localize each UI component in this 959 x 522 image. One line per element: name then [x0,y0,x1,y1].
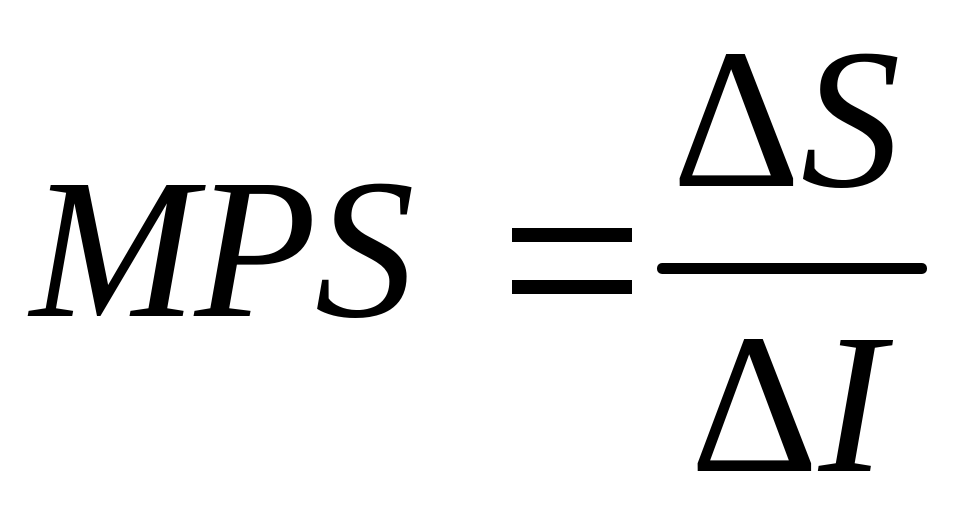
equals-bar-top [512,228,632,242]
fraction-denominator: ΔI [690,305,885,505]
formula-lhs: MPS [30,139,415,360]
denominator-delta-symbol: Δ [690,294,819,515]
numerator-delta-symbol: Δ [672,9,801,230]
fraction-numerator: ΔS [672,20,901,220]
equals-sign [512,228,632,294]
equals-bar-bottom [512,280,632,294]
fraction-bar [657,263,927,274]
numerator-variable: S [800,9,901,230]
denominator-variable: I [818,294,886,515]
